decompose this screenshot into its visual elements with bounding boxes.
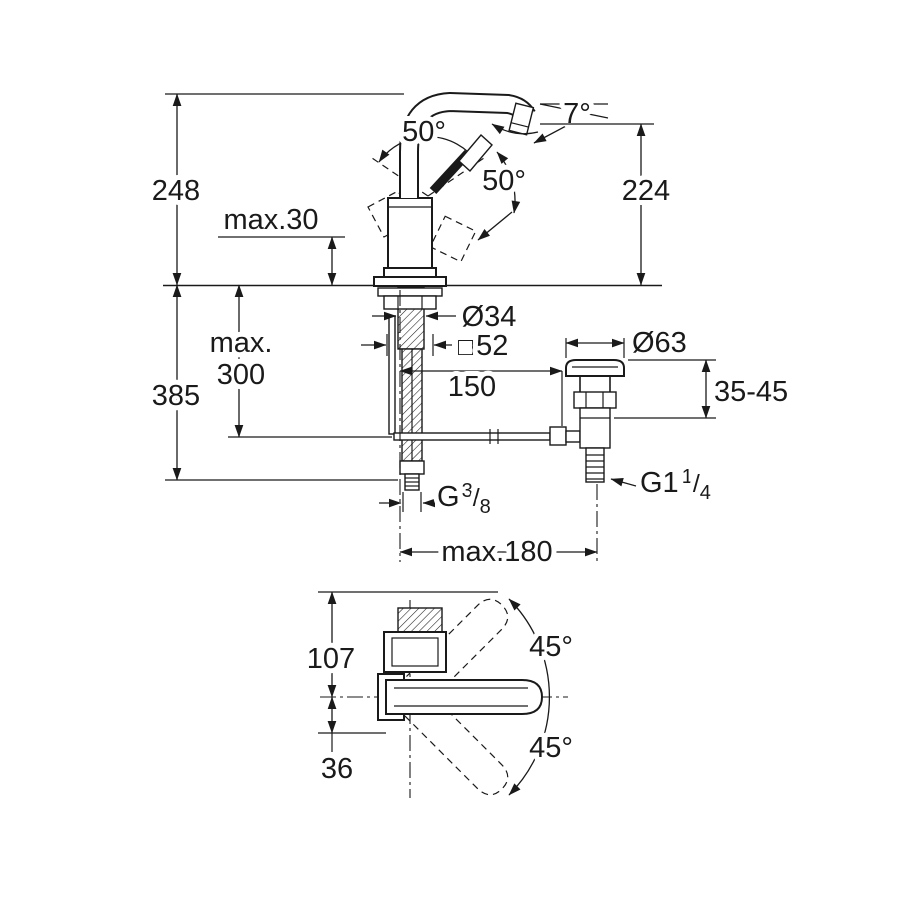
spout-outlet — [508, 102, 535, 136]
dim-45-down-label: 45° — [529, 732, 573, 764]
dim-36-label: 36 — [321, 753, 353, 785]
base-plate — [373, 276, 447, 287]
dim-385-label: 385 — [152, 380, 200, 412]
dim-max180-label: max.180 — [441, 536, 552, 568]
dim-248-label: 248 — [152, 175, 200, 207]
body-plan-inner — [391, 637, 439, 667]
dim-dia63-label: Ø63 — [632, 327, 687, 359]
handle-paddle — [458, 133, 493, 173]
dim-square52: □52 — [361, 325, 513, 367]
dim-7-tilt-label: 7° — [563, 98, 591, 130]
dim-max180: max.180 — [399, 531, 598, 573]
drain-nut — [573, 391, 617, 409]
thread-prefix: G1 — [640, 467, 679, 499]
dim-dia34-label: Ø34 — [462, 301, 517, 333]
dim-50-handle-tilt-label: 50° — [482, 165, 526, 197]
drain-joint — [565, 430, 581, 443]
dim-150: 150 — [399, 366, 563, 426]
dim-107-label: 107 — [307, 643, 355, 675]
thread-den: 4 — [700, 482, 711, 504]
hose-fitting-upper — [399, 460, 425, 475]
thread-num: 3 — [462, 480, 473, 502]
spout-position-up-dashed — [397, 598, 509, 710]
spout-position-down-dashed — [397, 684, 509, 796]
side-view: 248 max.30 50° 50° 7° 224 385 max. 300 — [147, 91, 793, 573]
drain-body — [579, 407, 611, 449]
drain-tailpiece — [585, 447, 605, 483]
thread-num: 1 — [682, 466, 693, 488]
thread-den: 8 — [480, 496, 491, 518]
dim-max300-label-2: 300 — [217, 359, 265, 391]
leader-arrow — [610, 477, 637, 487]
thread-prefix: G — [437, 481, 460, 513]
dim-max300-label-1: max. — [210, 327, 273, 359]
dim-square52-label: □52 — [458, 330, 508, 362]
handle-tilt-arc — [496, 151, 521, 214]
dim-dia34: Ø34 — [372, 296, 521, 338]
handle-position-right-dashed — [429, 215, 477, 263]
dim-36: 36 — [316, 696, 386, 790]
rod-knob — [549, 426, 567, 446]
faucet-body — [387, 197, 433, 279]
body-plan — [383, 631, 447, 673]
dim-107: 107 — [302, 591, 498, 698]
dim-max30-label: max.30 — [223, 204, 318, 236]
pop-up-rod — [393, 432, 551, 441]
thread-slash: / — [473, 484, 480, 512]
mounting-nut — [383, 295, 437, 310]
dim-35-45-label: 35-45 — [714, 376, 788, 408]
dim-max30: max.30 — [218, 199, 345, 286]
dim-dia63: Ø63 — [565, 322, 692, 364]
drain-flange — [565, 359, 625, 377]
handle-tilt-leader — [477, 211, 513, 241]
tilt-reference-angled — [539, 103, 609, 119]
swivel-arc — [508, 598, 550, 796]
top-view: 107 45° 45° 36 — [302, 591, 578, 798]
dim-35-45: 35-45 — [614, 359, 793, 419]
mounting-washer — [377, 287, 443, 297]
dim-45-up-label: 45° — [529, 631, 573, 663]
dim-224: 224 — [540, 123, 675, 286]
spout-plan — [385, 679, 544, 715]
tilt-leader-arrow — [533, 125, 567, 144]
dim-max300: max. 300 — [205, 284, 392, 438]
dim-150-label: 150 — [448, 371, 496, 403]
pull-rod — [388, 315, 396, 435]
thread-slash: / — [693, 470, 700, 498]
dim-224-label: 224 — [622, 175, 670, 207]
tilt-arc-arrow — [491, 123, 539, 135]
dim-52-value: 52 — [476, 330, 508, 362]
dim-385: 385 — [147, 284, 398, 481]
dim-248: 248 — [147, 93, 404, 286]
square-symbol: □ — [458, 333, 474, 361]
dim-50-handle-swing-label: 50° — [402, 116, 446, 148]
handle-plan — [397, 607, 443, 633]
